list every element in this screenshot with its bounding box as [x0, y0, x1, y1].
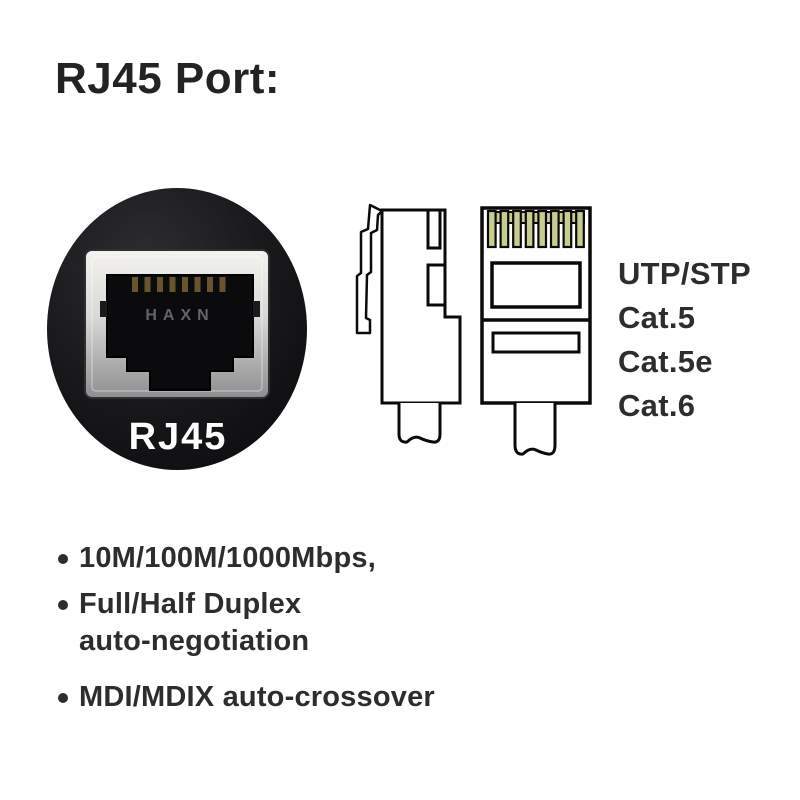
feature-text: MDI/MDIX auto-crossover [79, 681, 435, 713]
jack-gold-pins [132, 277, 226, 292]
jack-side-notch-left [100, 301, 107, 317]
feature-text: 10M/100M/1000Mbps, [79, 542, 376, 574]
bullet-dot-icon [58, 600, 68, 610]
rj45-plug-side-icon [355, 203, 462, 444]
cable-type-item: Cat.6 [618, 388, 696, 423]
cable-type-item: Cat.5e [618, 344, 713, 379]
rj45-plug-drawings [340, 185, 620, 480]
feature-text: auto-negotiation [79, 625, 310, 657]
page-title: RJ45 Port: [55, 54, 281, 103]
rj45-port-photo: HAXN RJ45 [47, 188, 307, 470]
feature-item: MDI/MDIX auto-crossover [58, 679, 528, 716]
cable-type-item: UTP/STP [618, 256, 752, 291]
rj45-jack-photo-graphic: HAXN RJ45 [47, 188, 307, 470]
jack-side-notch-right [253, 301, 260, 317]
cable-type-list: UTP/STP Cat.5 Cat.5e Cat.6 [618, 252, 751, 428]
feature-item: Full/Half Duplex auto-negotiation [58, 586, 528, 660]
feature-item: 10M/100M/1000Mbps, [58, 540, 528, 577]
cable-type-item: Cat.5 [618, 300, 696, 335]
rj45-photo-label: RJ45 [129, 416, 228, 458]
feature-text: Full/Half Duplex [79, 588, 302, 620]
bullet-dot-icon [58, 693, 68, 703]
rj45-plug-front-icon [480, 206, 592, 456]
bullet-dot-icon [58, 554, 68, 564]
feature-list: 10M/100M/1000Mbps, Full/Half Duplex auto… [58, 540, 528, 716]
rj45-plug-diagram-graphic [355, 203, 592, 456]
plug-pins [486, 209, 585, 249]
jack-embossed-text: HAXN [145, 307, 214, 324]
jack-socket-opening [106, 274, 254, 391]
